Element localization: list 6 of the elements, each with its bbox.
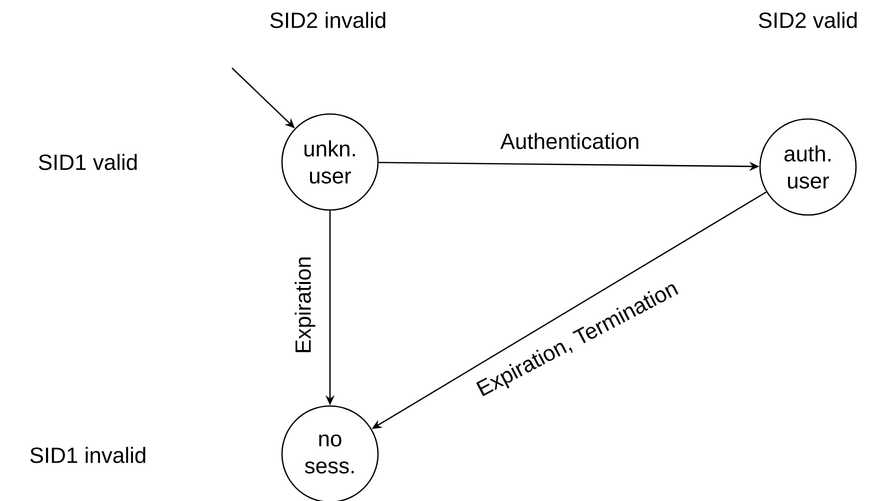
edge-label: Authentication bbox=[500, 132, 638, 150]
state-label: SID1 invalid bbox=[30, 446, 146, 464]
state-label: SID2 valid bbox=[758, 12, 857, 28]
state-label: SID2 invalid bbox=[270, 12, 386, 28]
state-label: SID1 valid bbox=[38, 154, 137, 170]
edge-label: Expiration bbox=[294, 258, 316, 352]
